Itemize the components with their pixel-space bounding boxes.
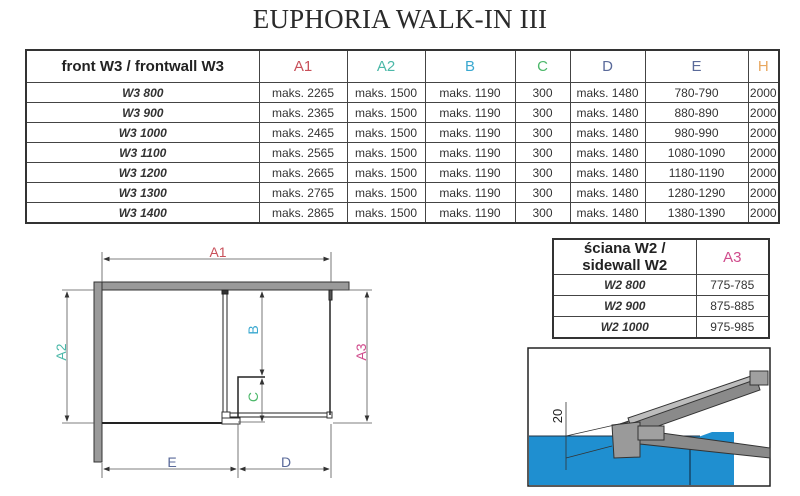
label-20: 20 xyxy=(550,409,565,423)
e-cell: 1380-1390 xyxy=(644,202,749,224)
h-cell: 2000 xyxy=(747,202,780,224)
label-a2: A2 xyxy=(53,343,69,360)
e-cell: 980-990 xyxy=(644,122,749,143)
c-cell: 300 xyxy=(514,102,571,123)
c-cell: 300 xyxy=(514,142,571,163)
c-cell: 300 xyxy=(514,182,571,203)
table-header-row: ściana W2 / sidewall W2 A3 xyxy=(552,238,770,275)
table-row: W2 1000 975-985 xyxy=(552,316,770,339)
h-cell: 2000 xyxy=(747,142,780,163)
label-c: C xyxy=(245,392,261,402)
h-cell: 2000 xyxy=(747,102,780,123)
dimension-20 xyxy=(565,402,629,470)
a1-cell: maks. 2765 xyxy=(258,182,348,203)
a3-cell: 775-785 xyxy=(695,274,770,296)
label-e: E xyxy=(167,454,176,470)
b-cell: maks. 1190 xyxy=(424,122,516,143)
table-row: W3 1400 maks. 2865 maks. 1500 maks. 1190… xyxy=(25,202,780,224)
model-cell: W2 900 xyxy=(552,295,697,317)
header-c: C xyxy=(514,49,571,83)
glass-panels xyxy=(102,289,333,425)
d-cell: maks. 1480 xyxy=(569,202,646,224)
dimension-lines xyxy=(62,252,372,478)
d-cell: maks. 1480 xyxy=(569,122,646,143)
front-wall-dimensions-table: front W3 / frontwall W3 A1 A2 B C D E H … xyxy=(25,49,780,224)
a2-cell: maks. 1500 xyxy=(346,122,426,143)
header-h: H xyxy=(747,49,780,83)
page-title: EUPHORIA WALK-IN III xyxy=(252,4,548,34)
h-cell: 2000 xyxy=(747,182,780,203)
label-a3: A3 xyxy=(353,343,369,360)
table-row: W3 900 maks. 2365 maks. 1500 maks. 1190 … xyxy=(25,102,780,123)
a1-cell: maks. 2265 xyxy=(258,82,348,103)
d-cell: maks. 1480 xyxy=(569,102,646,123)
walls xyxy=(93,281,350,463)
a2-cell: maks. 1500 xyxy=(346,202,426,224)
table-row: W2 900 875-885 xyxy=(552,295,770,317)
model-cell: W2 1000 xyxy=(552,316,697,339)
a1-cell: maks. 2365 xyxy=(258,102,348,123)
header-side-wall: ściana W2 / sidewall W2 xyxy=(552,238,697,275)
model-cell: W3 1300 xyxy=(25,182,260,203)
b-cell: maks. 1190 xyxy=(424,142,516,163)
table-row: W3 1100 maks. 2565 maks. 1500 maks. 1190… xyxy=(25,142,780,163)
b-cell: maks. 1190 xyxy=(424,202,516,224)
d-cell: maks. 1480 xyxy=(569,82,646,103)
label-d: D xyxy=(281,454,291,470)
header-a2: A2 xyxy=(346,49,426,83)
a1-cell: maks. 2665 xyxy=(258,162,348,183)
label-b: B xyxy=(245,325,261,334)
a1-cell: maks. 2865 xyxy=(258,202,348,224)
table-row: W3 1300 maks. 2765 maks. 1500 maks. 1190… xyxy=(25,182,780,203)
a2-cell: maks. 1500 xyxy=(346,142,426,163)
c-cell: 300 xyxy=(514,122,571,143)
label-a1: A1 xyxy=(209,244,226,260)
a2-cell: maks. 1500 xyxy=(346,82,426,103)
header-e: E xyxy=(644,49,749,83)
a3-cell: 975-985 xyxy=(695,316,770,339)
a2-cell: maks. 1500 xyxy=(346,102,426,123)
header-a3: A3 xyxy=(695,238,770,275)
support-arm xyxy=(611,370,771,459)
table-row: W3 1000 maks. 2465 maks. 1500 maks. 1190… xyxy=(25,122,780,143)
model-cell: W3 1400 xyxy=(25,202,260,224)
side-wall-dimensions-table: ściana W2 / sidewall W2 A3 W2 800 775-78… xyxy=(552,238,770,339)
a3-cell: 875-885 xyxy=(695,295,770,317)
